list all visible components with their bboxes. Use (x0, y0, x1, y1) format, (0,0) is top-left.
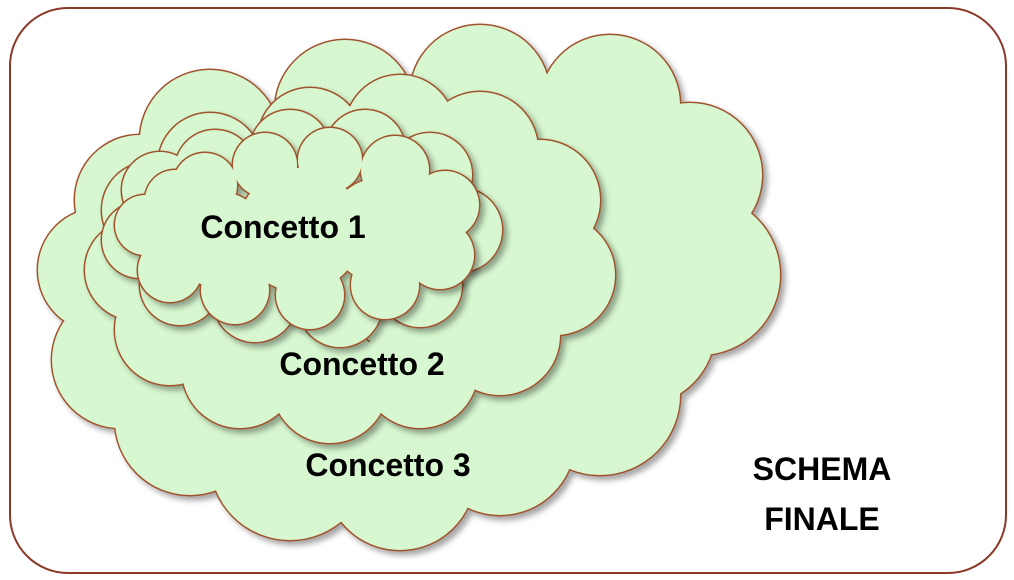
label-concetto-2: Concetto 2 (279, 346, 444, 382)
label-concetto-3: Concetto 3 (305, 447, 470, 483)
cloud-concetto-1 (113, 126, 481, 331)
label-schema: SCHEMA (753, 451, 892, 487)
label-finale: FINALE (764, 501, 880, 537)
label-concetto-1: Concetto 1 (200, 209, 365, 245)
